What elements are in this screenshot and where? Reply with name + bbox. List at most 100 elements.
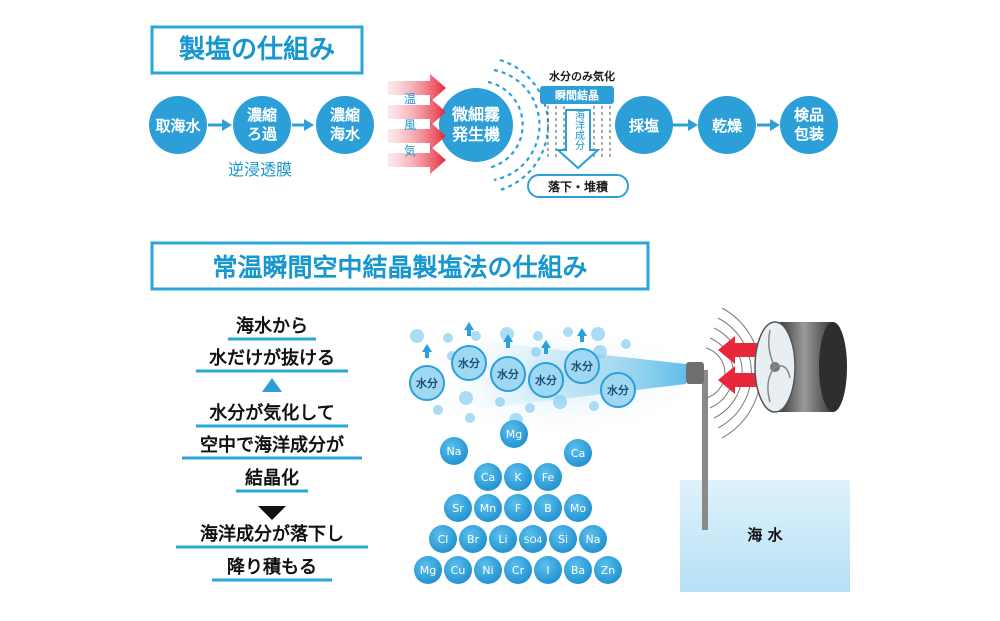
water-droplet — [459, 391, 473, 405]
fall-arrow — [555, 109, 601, 170]
explanation-line-2: 水だけが抜ける — [209, 347, 335, 369]
step-label-concentrated-seawater-1: 濃縮 — [330, 106, 360, 124]
rising-arrow-stem — [467, 330, 471, 336]
mineral-label: Sr — [452, 502, 464, 515]
step-circle-concentrate-filter — [233, 96, 291, 154]
mineral-particle — [474, 463, 502, 491]
mineral-particle — [440, 437, 468, 465]
rising-arrow-icon — [577, 328, 587, 336]
mineral-label: Ba — [571, 564, 585, 577]
step-label-mist-generator-2: 発生機 — [451, 125, 500, 144]
mineral-label: Ni — [482, 564, 493, 577]
mineral-particle — [564, 494, 592, 522]
mineral-particle — [534, 463, 562, 491]
water-molecule — [490, 356, 526, 392]
step-circle-concentrated-seawater — [316, 96, 374, 154]
step-circle-drying — [698, 96, 756, 154]
water-droplet — [553, 395, 567, 409]
mineral-label: Na — [586, 533, 601, 546]
mineral-label: Mg — [506, 428, 522, 441]
mineral-particle — [519, 525, 547, 553]
warm-air-arrows — [388, 74, 446, 174]
water-droplet — [591, 327, 605, 341]
explanation-underlines — [176, 337, 368, 582]
vaporize-label: 水分のみ気化 — [549, 69, 615, 83]
warm-air-char-1: 温 — [404, 92, 416, 106]
step-labels: 取海水 濃縮 ろ過 濃縮 海水 微細霧 発生機 採塩 乾燥 検品 包装 — [155, 105, 825, 144]
step-label-inspection-packaging-1: 検品 — [794, 106, 824, 124]
mineral-label: Mg — [420, 564, 436, 577]
mineral-label: Li — [498, 533, 507, 546]
water-molecule-label: 水分 — [535, 373, 557, 387]
water-molecule-label: 水分 — [571, 359, 593, 373]
section2-title: 常温瞬間空中結晶製塩法の仕組み — [212, 253, 587, 282]
mineral-particle — [594, 556, 622, 584]
step-label-salt-collection: 採塩 — [629, 117, 659, 135]
seawater-label: 海 水 — [747, 526, 783, 544]
mineral-label: Fe — [542, 471, 555, 484]
rising-arrow-stem — [580, 336, 584, 342]
step-label-mist-generator-1: 微細霧 — [451, 105, 501, 124]
mineral-label: Ca — [571, 447, 585, 460]
mineral-particle — [549, 525, 577, 553]
marine-components-vertical-label: 海洋成分 — [573, 109, 585, 151]
explanation-text: 海水から 水だけが抜ける 水分が気化して 空中で海洋成分が 結晶化 海洋成分が落… — [200, 315, 344, 578]
water-molecule — [564, 348, 600, 384]
step-label-concentrated-seawater-2: 海水 — [330, 125, 361, 143]
water-droplet — [589, 401, 599, 411]
down-triangle-icon — [258, 506, 286, 520]
mineral-label: F — [515, 502, 521, 515]
water-molecule — [451, 345, 487, 381]
mineral-particle — [534, 494, 562, 522]
step-label-drying: 乾燥 — [712, 117, 743, 135]
mineral-label: Cl — [438, 533, 449, 546]
mineral-particle — [579, 525, 607, 553]
water-droplet — [433, 405, 443, 415]
water-droplet — [533, 331, 543, 341]
mineral-label: Mo — [570, 502, 586, 515]
water-droplet — [500, 327, 514, 341]
mineral-label: K — [514, 471, 522, 484]
flow-arrows — [208, 119, 780, 131]
warm-air-labels: 温 風 気 — [404, 92, 416, 158]
reverse-osmosis-label: 逆浸透膜 — [228, 160, 292, 179]
mineral-label: Cr — [512, 564, 525, 577]
explanation-line-4: 空中で海洋成分が — [200, 434, 344, 456]
mineral-particle — [504, 494, 532, 522]
water-droplet — [495, 397, 505, 407]
water-droplet — [465, 413, 475, 423]
water-molecule-label: 水分 — [607, 383, 629, 397]
water-molecule — [600, 372, 636, 408]
step-label-concentrate-filter-1: 濃縮 — [247, 106, 277, 124]
rising-arrow-stem — [425, 352, 429, 358]
mineral-label: Ca — [481, 471, 495, 484]
crystallize-label: 瞬間結晶 — [555, 88, 599, 102]
water-droplet — [443, 333, 453, 343]
rising-arrow-icon — [541, 340, 551, 348]
mineral-particle — [489, 525, 517, 553]
water-molecule — [409, 365, 445, 401]
nozzle-pipe — [702, 370, 708, 530]
mineral-particle — [504, 463, 532, 491]
mineral-label: Cu — [451, 564, 466, 577]
mineral-particle — [504, 556, 532, 584]
mineral-label: Na — [447, 445, 462, 458]
water-droplet — [621, 339, 631, 349]
crystallize-box — [540, 86, 614, 104]
step-label-concentrate-filter-2: ろ過 — [247, 125, 278, 143]
fall-deposit-box — [527, 174, 629, 198]
explanation-line-7: 降り積もる — [227, 556, 317, 578]
water-molecule-label: 水分 — [497, 367, 519, 381]
step-label-inspection-packaging-2: 包装 — [794, 125, 825, 143]
rising-arrow-icon — [464, 322, 474, 330]
fall-deposit-label: 落下・堆積 — [548, 179, 609, 194]
mineral-particle — [444, 494, 472, 522]
step-circle-salt-collection — [615, 96, 673, 154]
explanation-line-5: 結晶化 — [245, 467, 299, 489]
water-droplet — [410, 329, 424, 343]
step-circle-mist-generator — [439, 88, 513, 162]
mineral-label: B — [544, 502, 552, 515]
mineral-label: Mn — [480, 502, 496, 515]
